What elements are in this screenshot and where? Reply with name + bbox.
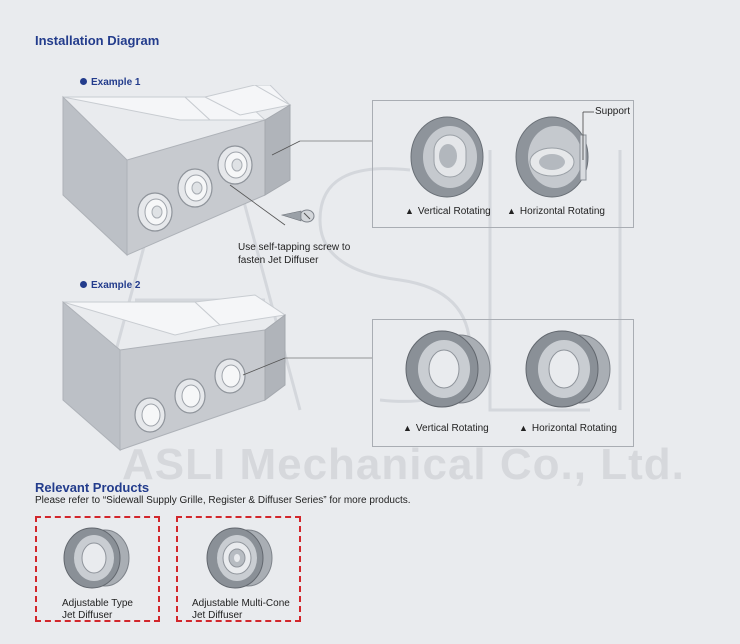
product-card-adjustable-type[interactable]: Adjustable Type Jet Diffuser: [35, 516, 160, 622]
relevant-products-description: Please refer to “Sidewall Supply Grille,…: [35, 495, 411, 506]
relevant-products-heading: Relevant Products: [35, 480, 150, 495]
example-2-label: Example 2: [91, 280, 141, 291]
example-1-caption-vertical: ▲Vertical Rotating: [405, 206, 491, 217]
example-1-heading: Example 1: [80, 77, 140, 88]
example-1-caption-horizontal: ▲Horizontal Rotating: [507, 206, 605, 217]
product-image-adjustable-type: [63, 527, 130, 589]
example-2-caption-horizontal: ▲Horizontal Rotating: [519, 423, 617, 434]
example-1-diffuser-images: [410, 111, 594, 198]
triangle-up-icon: ▲: [507, 206, 516, 216]
page-title: Installation Diagram: [35, 33, 160, 48]
example-1-wall-diagram: [62, 85, 373, 257]
example-2-diffuser-images: [405, 330, 611, 408]
example-1-detail-panel: [372, 100, 634, 228]
triangle-up-icon: ▲: [403, 423, 412, 433]
screw-note: Use self-tapping screw to fasten Jet Dif…: [238, 242, 351, 266]
support-label: Support: [595, 106, 631, 117]
product-image-multi-cone: [206, 527, 273, 589]
screw-icon: [280, 209, 315, 223]
bullet-dot-icon: [80, 78, 87, 85]
product-label-multi-cone: Adjustable Multi-Cone Jet Diffuser: [192, 598, 290, 621]
product-card-multi-cone[interactable]: Adjustable Multi-Cone Jet Diffuser: [176, 516, 301, 622]
triangle-up-icon: ▲: [519, 423, 528, 433]
bullet-dot-icon: [80, 281, 87, 288]
triangle-up-icon: ▲: [405, 206, 414, 216]
product-label-adjustable-type: Adjustable Type Jet Diffuser: [62, 598, 133, 621]
example-2-wall-diagram: [62, 294, 373, 452]
example-2-caption-vertical: ▲Vertical Rotating: [403, 423, 489, 434]
example-1-label: Example 1: [91, 77, 141, 88]
watermark-text: ASLI Mechanical Co., Ltd.: [122, 440, 685, 489]
example-2-detail-panel: [372, 319, 634, 447]
example-2-heading: Example 2: [80, 280, 140, 291]
